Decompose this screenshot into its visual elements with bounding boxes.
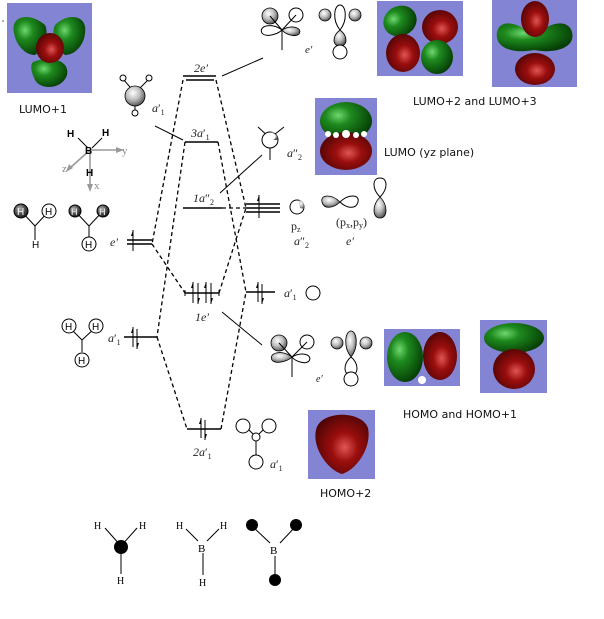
- electron-arrows-1e: [191, 282, 213, 304]
- orbital-sketch-a2-dprime: [257, 126, 285, 160]
- atom-h-coord-2: H: [102, 128, 109, 139]
- label-a1-bottom: a′1: [270, 457, 283, 473]
- label-1a2: 1a″2: [193, 191, 214, 207]
- label-2a1: 2a′1: [193, 445, 212, 461]
- orbital-sketch-px: [321, 195, 359, 208]
- axis-label-z: z: [62, 163, 67, 175]
- structure-bh3: [185, 528, 220, 575]
- fragment-level-a1-right: [246, 282, 275, 304]
- label-3a1: 3a′1: [190, 126, 210, 142]
- label-e-bottom: e′: [316, 374, 323, 385]
- mo-level-2e: [183, 75, 216, 81]
- structure-h3-dot: [104, 527, 138, 574]
- label-e-pxpy: e′: [346, 234, 354, 248]
- label-a2-dprime-pz: a″2: [294, 234, 309, 250]
- fragment-level-a1-left: [124, 327, 157, 349]
- axis-label-x: x: [94, 180, 100, 192]
- atom-bs2-h2: H: [220, 521, 227, 532]
- label-a1-top: a′1: [152, 101, 165, 117]
- axis-label-y: y: [122, 145, 128, 157]
- mo-image-homo: [384, 329, 460, 386]
- mo-image-lumo: [315, 98, 377, 175]
- orbital-sketch-py: [373, 177, 387, 219]
- fragment-level-p-right: [246, 195, 280, 218]
- orbital-sketch-e-bottom-2: [330, 330, 373, 387]
- caption-homo-plus-2: HOMO+2: [320, 487, 371, 500]
- leader-1a2: [219, 154, 263, 194]
- atom-h3e1-1: H: [17, 207, 24, 218]
- atom-h3e1-2: H: [45, 207, 52, 218]
- mo-image-homo-plus-1: [480, 320, 547, 393]
- h3-a1-sketch: [61, 318, 104, 368]
- structure-b-dots: [246, 519, 302, 586]
- electron-arrows-2a1: [199, 418, 207, 440]
- atom-h3a1-1: H: [65, 322, 72, 333]
- caption-lumo-plus-2-and-3: LUMO+2 and LUMO+3: [413, 95, 537, 108]
- orbital-sketch-a1-bottom: [235, 418, 277, 470]
- mo-image-lumo-plus-3: [492, 0, 577, 87]
- label-a1-right: a′1: [284, 286, 297, 302]
- atom-bs2-h3: H: [199, 578, 206, 589]
- correlation-lines: [151, 79, 247, 430]
- atom-bs1-2: H: [139, 521, 146, 532]
- atom-h3e2-2: H: [99, 207, 106, 217]
- label-1e: 1e′: [195, 310, 209, 324]
- mo-image-lumo-plus-2: [377, 1, 463, 76]
- leader-2e: [221, 57, 264, 77]
- mo-image-homo-plus-2: [308, 410, 375, 479]
- caption-lumo: LUMO (yz plane): [384, 146, 474, 159]
- orbital-sketch-a1-antibonding: [119, 74, 153, 117]
- atom-bs2-b: B: [198, 543, 205, 555]
- atom-h-coord-3: H: [86, 168, 93, 179]
- mo-image-lumo-plus-1: [7, 3, 92, 93]
- label-pz: pz: [291, 219, 301, 234]
- atom-bs1-1: H: [94, 521, 101, 532]
- caption-homo-and-homo-plus-1: HOMO and HOMO+1: [403, 408, 517, 421]
- orbital-sketch-e-top-1: [260, 7, 304, 50]
- atom-bs3-b: B: [270, 545, 277, 557]
- label-e-left: e′: [110, 235, 118, 249]
- label-a2-dprime-top: a″2: [287, 146, 302, 162]
- atom-h3e2-3: H: [85, 240, 92, 251]
- h3-e-sketch-2: [68, 204, 110, 252]
- label-pxpy: (px,py): [336, 215, 367, 230]
- orbital-sketch-pz: [289, 199, 305, 215]
- leader-1e: [221, 311, 263, 346]
- atom-b-coord: B: [85, 146, 92, 157]
- atom-h3a1-2: H: [92, 322, 99, 333]
- atom-h3a1-3: H: [78, 356, 85, 367]
- orbital-sketch-e-top-2: [318, 4, 362, 60]
- label-2e: 2e′: [194, 61, 208, 75]
- atom-h3e1-3: H: [32, 240, 39, 251]
- atom-bs1-3: H: [117, 576, 124, 587]
- atom-bs2-h1: H: [176, 521, 183, 532]
- h3-e-sketch-1: [13, 203, 57, 240]
- label-a1-left: a′1: [108, 331, 121, 347]
- atom-h3e2-1: H: [71, 207, 78, 217]
- s-orbital-icon: [305, 285, 321, 301]
- coordinate-system: [66, 137, 124, 192]
- label-e-top: e′: [305, 44, 313, 56]
- caption-lumo-plus-1: LUMO+1: [19, 103, 67, 116]
- orbital-sketch-e-bottom-1: [270, 334, 315, 377]
- stray-dot: [2, 20, 4, 22]
- atom-h-coord-1: H: [67, 129, 74, 140]
- fragment-level-e-left: [127, 230, 152, 251]
- mo-level-1e: [184, 290, 220, 296]
- leader-3a1: [154, 125, 184, 141]
